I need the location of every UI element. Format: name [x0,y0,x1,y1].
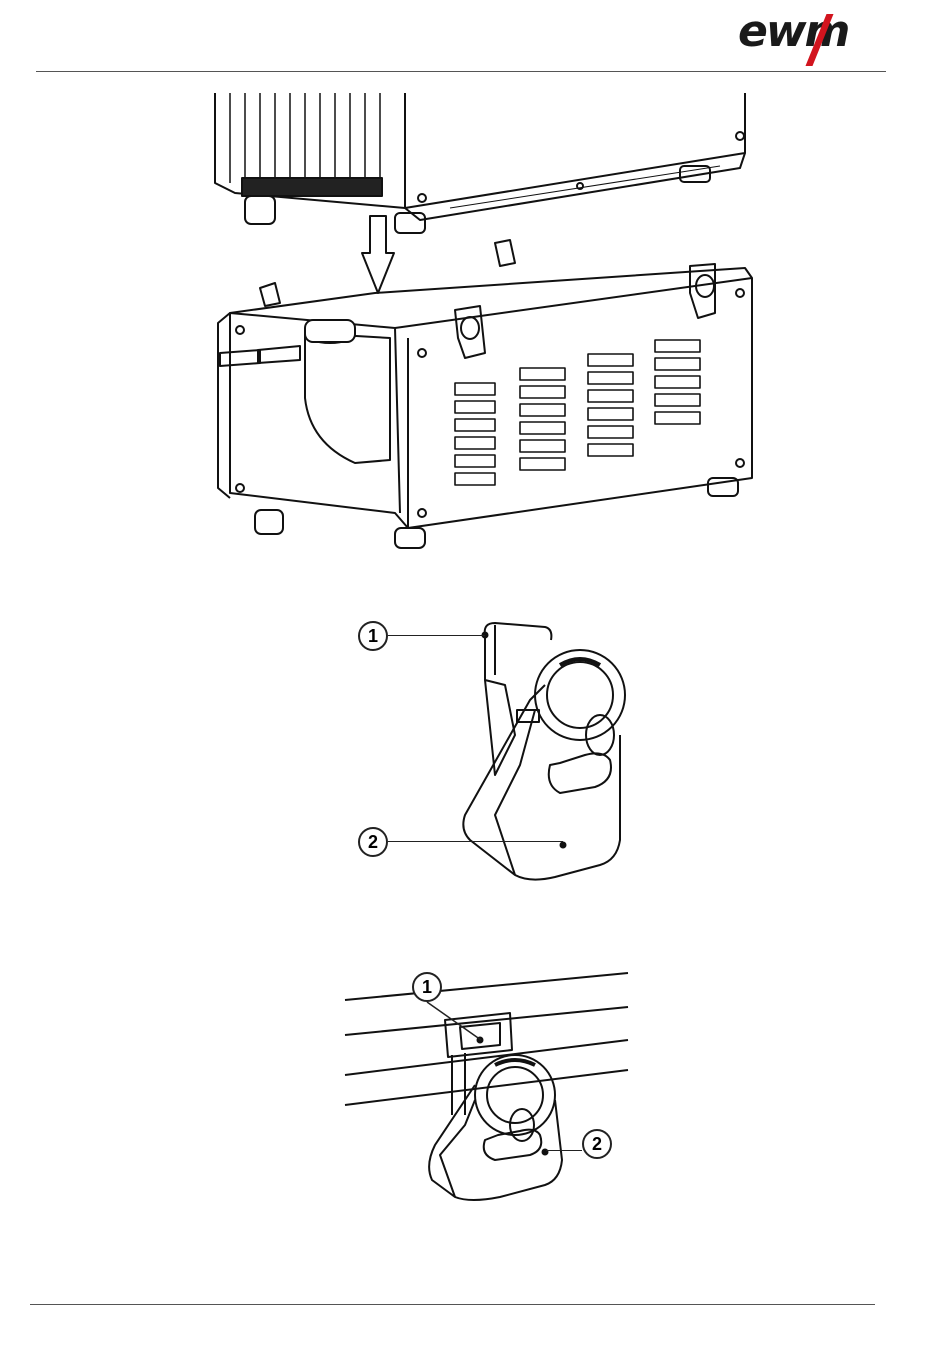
cooling-unit-mounting-figure [200,88,770,558]
arrow-down-icon [362,216,394,293]
callout-1-closeup: 1 [358,621,388,651]
clamp-closeup-figure [455,615,635,895]
footer-rule [30,1304,875,1305]
callout-1-rail: 1 [412,972,442,1002]
leader-line-1b [425,1000,495,1045]
callout-2-closeup: 2 [358,827,388,857]
ewm-logo: ewm [738,12,878,62]
leader-line-1a [388,635,485,636]
leader-line-2a [388,841,563,842]
callout-2-rail: 2 [582,1129,612,1159]
leader-line-2b [546,1150,582,1151]
header-rule [36,71,886,72]
welding-machine-drawing [215,93,745,233]
cooling-unit-drawing [218,240,752,548]
